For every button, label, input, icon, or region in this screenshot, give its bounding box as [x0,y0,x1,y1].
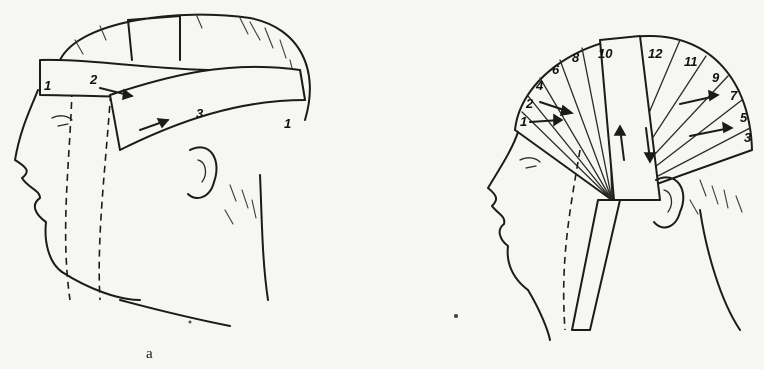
left-crown-strap [128,16,180,60]
left-shoulder [120,300,230,326]
print-speck [454,314,458,318]
left-label-3: 3 [196,106,204,121]
left-ear [188,147,217,198]
left-label-1-back: 1 [284,116,291,131]
left-neck-front [62,272,140,300]
left-ear-inner [198,160,205,182]
right-label-2: 2 [525,96,534,111]
left-neck-hair [225,185,256,224]
right-face-profile [488,132,528,290]
right-neck-front [528,290,550,340]
left-chin-strap-front [66,90,72,300]
left-crown-strap-side [128,20,132,60]
right-label-10: 10 [598,46,613,61]
right-label-9: 9 [712,70,720,85]
left-neck-back [260,175,268,300]
right-label-4: 4 [535,78,544,93]
print-speck [189,321,192,324]
right-label-5: 5 [740,110,748,125]
right-label-7: 7 [730,88,738,103]
right-label-11: 11 [684,54,698,69]
right-ear-inner [664,190,671,212]
right-label-3: 3 [744,130,752,145]
right-neck-hair [690,180,742,214]
right-head: 1 2 4 6 8 10 12 11 9 7 5 3 [488,36,752,340]
right-eye [520,158,540,168]
right-label-12: 12 [648,46,663,61]
left-label-2: 2 [89,72,98,87]
left-eye [52,116,72,126]
right-label-8: 8 [572,50,580,65]
right-neck-back [700,210,740,330]
left-head: 1 2 3 1 [15,14,310,326]
right-label-6: 6 [552,62,560,77]
left-label-1-front: 1 [44,78,51,93]
right-label-1: 1 [520,114,527,129]
right-chin-strap [572,200,620,330]
figure-caption: a [146,346,153,362]
left-chin-strap-back [99,70,112,300]
